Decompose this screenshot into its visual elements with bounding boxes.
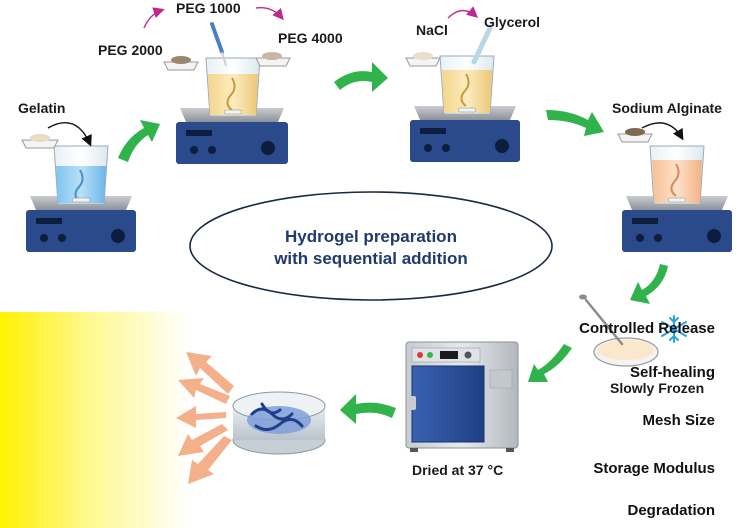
hotplate-knob [654, 234, 662, 242]
vortex [460, 73, 470, 107]
properties-panel [0, 312, 190, 528]
property-self-healing: Self-healing [629, 364, 715, 381]
label-glycerol: Glycerol [484, 14, 541, 30]
flow-arrows [118, 62, 668, 424]
label-sodium-alginate: Sodium Alginate [612, 100, 722, 116]
hotplate-knob [424, 144, 432, 152]
hydrogel-disc [232, 391, 326, 455]
hotplate-dial [261, 141, 275, 155]
indicator-light [427, 352, 433, 358]
powder [413, 52, 433, 60]
flow-arrow [118, 120, 160, 162]
oven-display [440, 351, 458, 359]
addition-arrow [47, 122, 92, 147]
oven-door [411, 365, 485, 443]
stirrer-sodium-alginate [617, 122, 732, 252]
label-slowly-frozen: Slowly Frozen [610, 380, 705, 396]
label-dried: Dried at 37 °C [412, 462, 504, 478]
flow-arrow [546, 110, 604, 136]
stir-bar [457, 107, 477, 113]
stirrer-peg [143, 7, 291, 164]
powder [625, 128, 645, 136]
vortex [670, 163, 680, 197]
hotplate-knob [442, 144, 450, 152]
hotplate-knob [208, 146, 216, 154]
door-handle [410, 396, 416, 410]
oven-knob [464, 351, 472, 359]
center-title-line2: with sequential addition [274, 249, 468, 268]
stir-bar [71, 197, 91, 203]
yellow-liquid [442, 70, 492, 113]
flow-arrow [340, 394, 396, 424]
reagent-sequence-arrow [447, 6, 479, 19]
spatula [584, 298, 624, 346]
center-title-line1: Hydrogel preparation [285, 227, 457, 246]
vent-panel [489, 369, 513, 389]
peach-liquid [652, 160, 702, 203]
hotplate-display [186, 130, 212, 136]
property-arrows [176, 352, 234, 484]
hotplate-knob [190, 146, 198, 154]
peg-sequence-arrow [143, 7, 165, 29]
powder [262, 52, 282, 60]
hotplate-knob [40, 234, 48, 242]
stirrer-nacl-glycerol [405, 6, 520, 162]
label-nacl: NaCl [416, 22, 448, 38]
hotplate-knob [636, 234, 644, 242]
polymer-chains [250, 402, 304, 431]
center-title: Hydrogel preparation with sequential add… [190, 226, 552, 270]
stir-bar [667, 197, 687, 203]
glycerol-pipette [471, 25, 493, 65]
property-arrow [186, 352, 234, 394]
hotplate-display [632, 218, 658, 224]
powder [30, 134, 50, 142]
flow-arrow [630, 264, 668, 304]
property-degradation: Degradation [627, 502, 715, 519]
label-peg-4000: PEG 4000 [278, 30, 343, 46]
powder [171, 56, 191, 64]
stirrer-gelatin [21, 122, 136, 252]
addition-arrow [641, 122, 684, 141]
hotplate-dial [707, 229, 721, 243]
yellow-liquid [208, 74, 258, 115]
property-mesh-size: Mesh Size [642, 412, 715, 429]
indicator-light [417, 352, 423, 358]
vortex [226, 77, 236, 111]
property-arrow [176, 406, 226, 428]
pipette [210, 22, 224, 54]
peg-sequence-arrow [255, 7, 284, 21]
label-peg-2000: PEG 2000 [98, 42, 163, 58]
stir-bar [223, 109, 243, 115]
central-ellipse [189, 191, 553, 301]
property-arrow [178, 424, 228, 456]
drying-oven [405, 341, 519, 452]
flow-arrow [528, 344, 572, 382]
hotplate-dial [495, 139, 509, 153]
spatula-end [579, 294, 587, 300]
property-arrow [188, 436, 232, 484]
snowflake-icon [661, 315, 687, 343]
hotplate-dial [111, 229, 125, 243]
hotplate-knob [58, 234, 66, 242]
hotplate-display [36, 218, 62, 224]
property-arrow [178, 378, 230, 404]
frozen-mixture [598, 340, 654, 360]
label-gelatin: Gelatin [18, 100, 66, 116]
petri-dish [579, 294, 659, 367]
flow-arrow [334, 62, 388, 92]
label-peg-1000: PEG 1000 [176, 0, 241, 16]
pipette-tip [221, 51, 227, 67]
property-storage-modulus: Storage Modulus [593, 460, 715, 477]
hotplate-display [420, 128, 446, 134]
property-controlled-release: Controlled Release [579, 320, 715, 337]
